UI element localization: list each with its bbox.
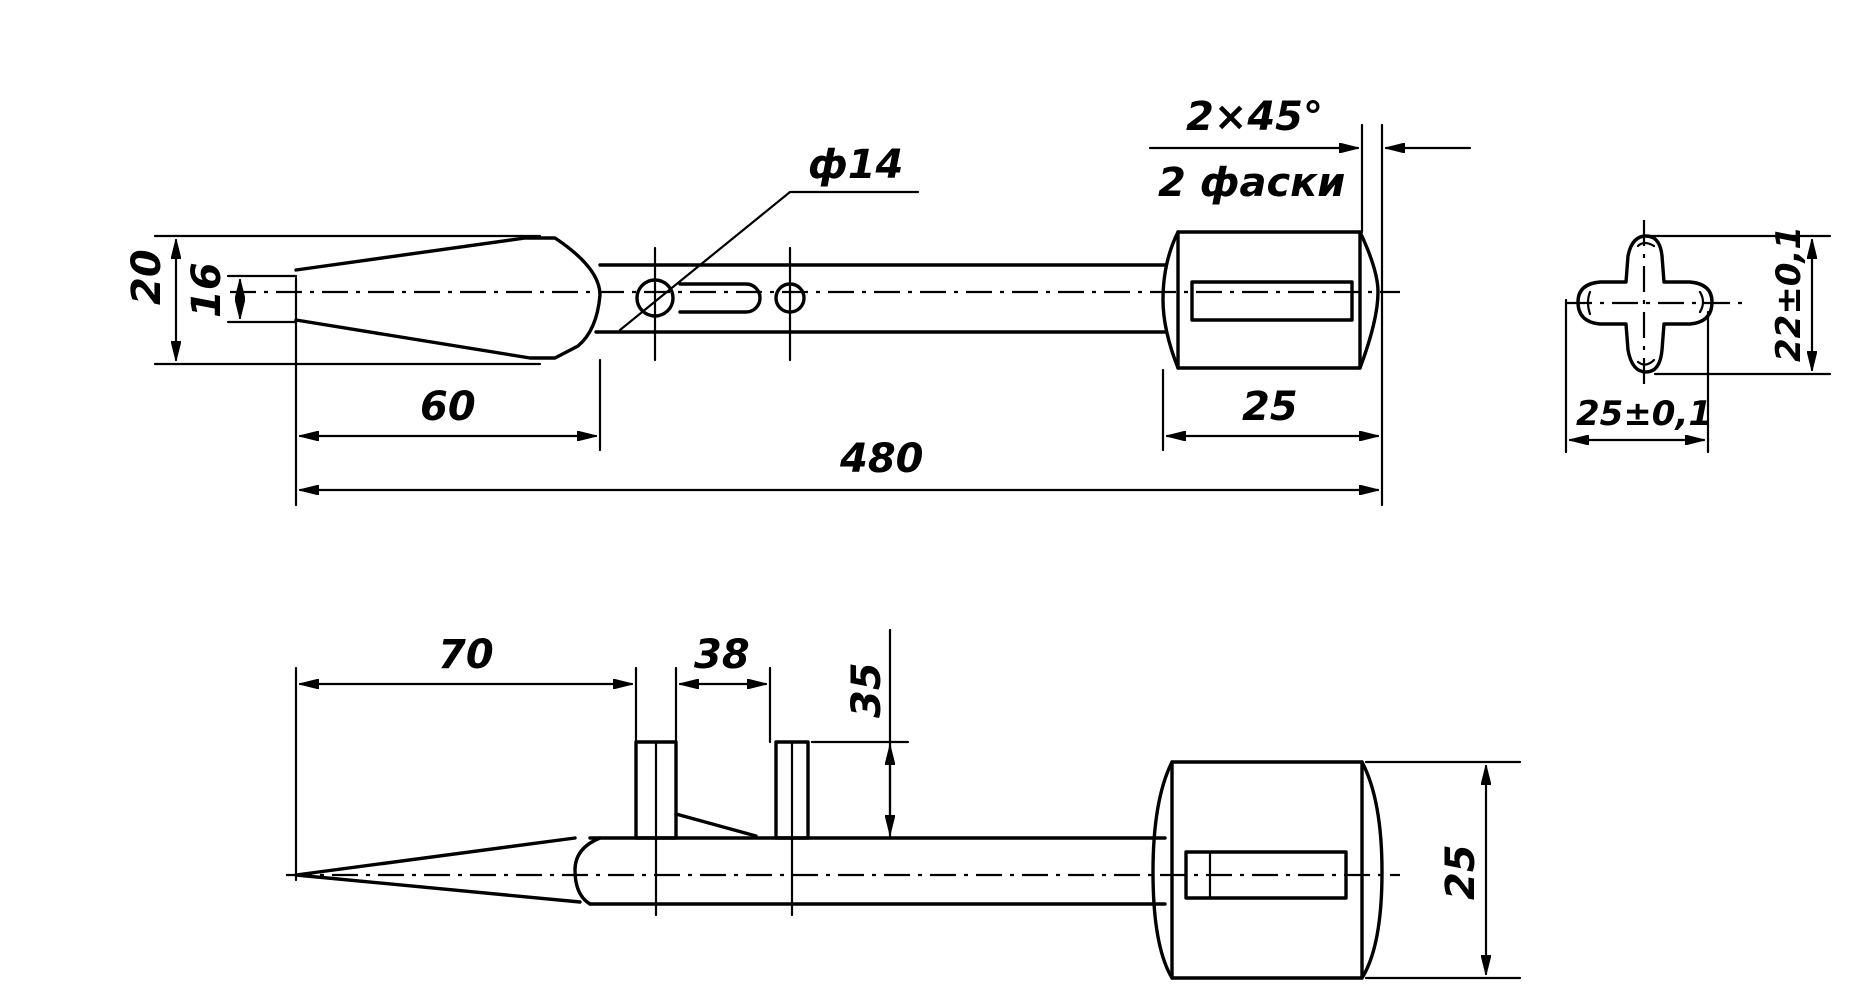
section-view: 22±0,1 25±0,1 [1564, 220, 1832, 454]
dim-25-side: 25 [1438, 844, 1484, 900]
dim-16: 16 [184, 262, 230, 318]
label-chamfer-note: 2 фаски [1158, 160, 1345, 206]
top-view: 20 16 60 480 25 ф14 2×45° 2 фаски [124, 94, 1472, 507]
dim-480: 480 [839, 436, 924, 482]
side-view: 70 38 35 25 [286, 628, 1522, 980]
blade-outline [294, 236, 602, 360]
head-outline [1161, 230, 1380, 370]
dim-35: 35 [844, 662, 890, 718]
dim-25-tol: 25±0,1 [1576, 394, 1712, 434]
label-hole-diameter: ф14 [808, 142, 903, 188]
dim-70: 70 [438, 632, 494, 678]
label-chamfer-size: 2×45° [1186, 94, 1323, 140]
dim-60: 60 [420, 384, 476, 430]
cross-section-outline [1576, 234, 1714, 374]
head-bore [1190, 280, 1354, 322]
dim-22-tol: 22±0,1 [1769, 226, 1809, 362]
dim-25-head: 25 [1242, 384, 1298, 430]
side-head-bore [1184, 850, 1348, 900]
dim-20: 20 [124, 249, 170, 305]
dim-38: 38 [694, 632, 750, 678]
taper-outline [294, 836, 582, 904]
slot-outline [678, 282, 762, 314]
